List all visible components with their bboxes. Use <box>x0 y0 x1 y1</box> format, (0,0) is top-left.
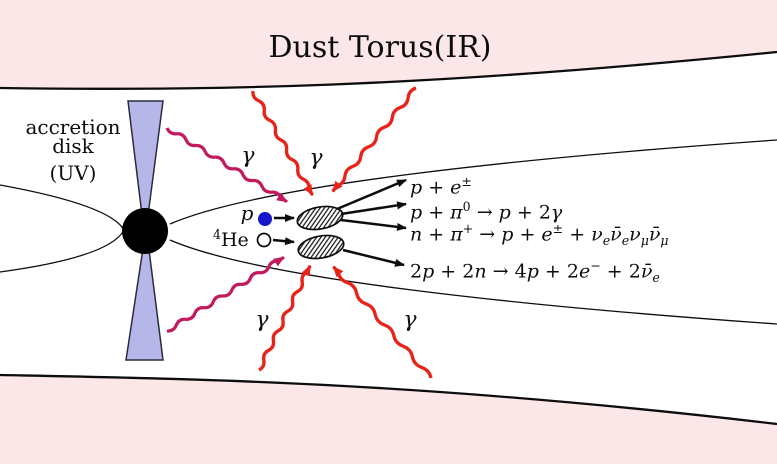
dust-torus-top-edge <box>0 50 777 91</box>
uv-photon-lower <box>166 255 285 333</box>
ir-photon-top-right <box>331 86 417 193</box>
helium-label: 4He <box>213 226 249 252</box>
equation-charged-pion-decay: n + π+ → p + e± + νeν̄eνμν̄μ <box>410 221 669 249</box>
blob-output-arrow-1 <box>336 178 407 211</box>
helium-injection-arrow <box>272 237 295 246</box>
uv-photon-upper <box>165 127 288 204</box>
equation-neutral-pion-decay: p + π0 → p + 2γ <box>410 199 563 224</box>
gamma-label-top-right: γ <box>309 145 323 171</box>
blob-output-arrow-3 <box>340 218 407 231</box>
accretion-disk-label-line2: disk <box>52 134 94 158</box>
dust-torus-top-region <box>0 0 777 89</box>
gamma-label-bottom-right: γ <box>403 307 417 333</box>
emission-blob-lower <box>297 234 345 260</box>
proton-particle <box>258 212 272 226</box>
equation-helium-photodisintegration: 2p + 2n → 4p + 2e− + 2ν̄e <box>410 258 660 286</box>
accretion-disk-label-line3: (UV) <box>49 161 97 185</box>
dust-torus-bottom-region <box>0 375 777 464</box>
accretion-disk-cone-lower <box>125 241 164 361</box>
black-hole <box>122 208 168 254</box>
ir-photon-bottom-left <box>258 264 312 372</box>
dust-torus-bottom-edge <box>0 373 777 426</box>
blob-output-arrow-2 <box>340 201 407 216</box>
gamma-label-bottom-left: γ <box>255 307 269 333</box>
accretion-disk-label: accretion disk (UV) <box>6 115 140 185</box>
gamma-label-top-left: γ <box>241 143 255 169</box>
ir-photon-bottom-right <box>332 265 433 379</box>
jet-envelope-right-lower <box>169 239 777 325</box>
diagram-title: Dust Torus(IR) <box>268 30 492 65</box>
helium-particle <box>256 232 272 248</box>
jet-envelope-left <box>0 184 125 273</box>
accretion-disk-label-line1: accretion <box>25 115 121 139</box>
ir-photon-top-left <box>251 90 314 196</box>
jet-envelope-right-upper <box>169 139 777 225</box>
blob-output-arrow-4 <box>342 248 405 267</box>
equation-bethe-heitler: p + e± <box>410 174 472 199</box>
proton-label: p <box>240 201 254 225</box>
